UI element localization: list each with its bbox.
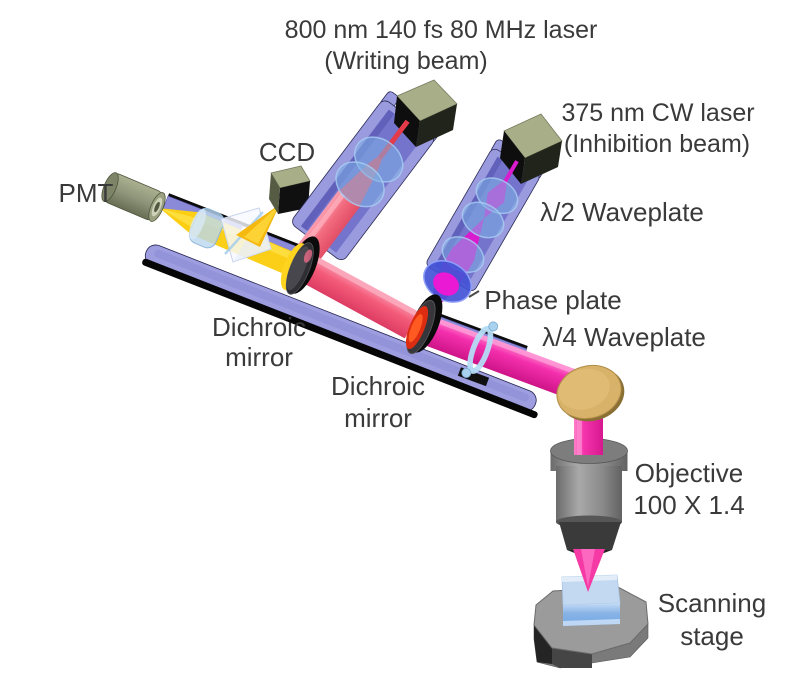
dichroic-mirror-1 [280,236,320,295]
pmt-label: PMT [59,178,114,208]
objective-label-line1: Objective [635,458,743,488]
objective-lens [556,466,622,556]
combined-beam-segment [418,314,587,402]
quarter-waveplate [467,325,494,374]
scanning-stage-label-line2: stage [680,621,744,651]
writing-laser-label-line2: (Writing beam) [324,47,487,75]
ccd-label: CCD [259,137,315,167]
dichroic-1-label-line2: mirror [225,342,293,372]
optical-rail [142,244,538,419]
pmt-detector [101,172,166,222]
inhibition-lens-2 [461,201,505,239]
fold-mirror [556,364,625,422]
rail-shadow-edge [142,258,538,419]
objective-nose-cone [559,522,621,550]
dichroic-2-label-line2: mirror [344,403,412,433]
focus-cone [573,549,605,592]
half-waveplate-label: λ/2 Waveplate [540,197,704,227]
ccd-camera [269,165,311,214]
sample [561,574,621,626]
phase-plate-label: Phase plate [484,285,621,315]
inhibition-beam [423,160,519,313]
scanning-stage-label-line1: Scanning [658,588,766,618]
writing-laser-label-line1: 800 nm 140 fs 80 MHz laser [285,16,598,44]
beam-expander-lens-2 [335,161,385,208]
inhibition-laser-label-line1: 375 nm CW laser [561,99,754,127]
phase-plate-pointer [468,290,480,298]
objective-label-line2: 100 X 1.4 [633,490,744,520]
inhibition-laser-head [500,113,563,184]
dichroic-2-label-line1: Dichroic [331,371,425,401]
quarter-waveplate-label: λ/4 Waveplate [542,322,706,352]
dichroic-mirror-2 [405,294,443,355]
writing-beam-segment [295,252,420,339]
inhibition-laser-label-line2: (Inhibition beam) [564,130,750,158]
dichroic-1-label-line1: Dichroic [212,312,306,342]
